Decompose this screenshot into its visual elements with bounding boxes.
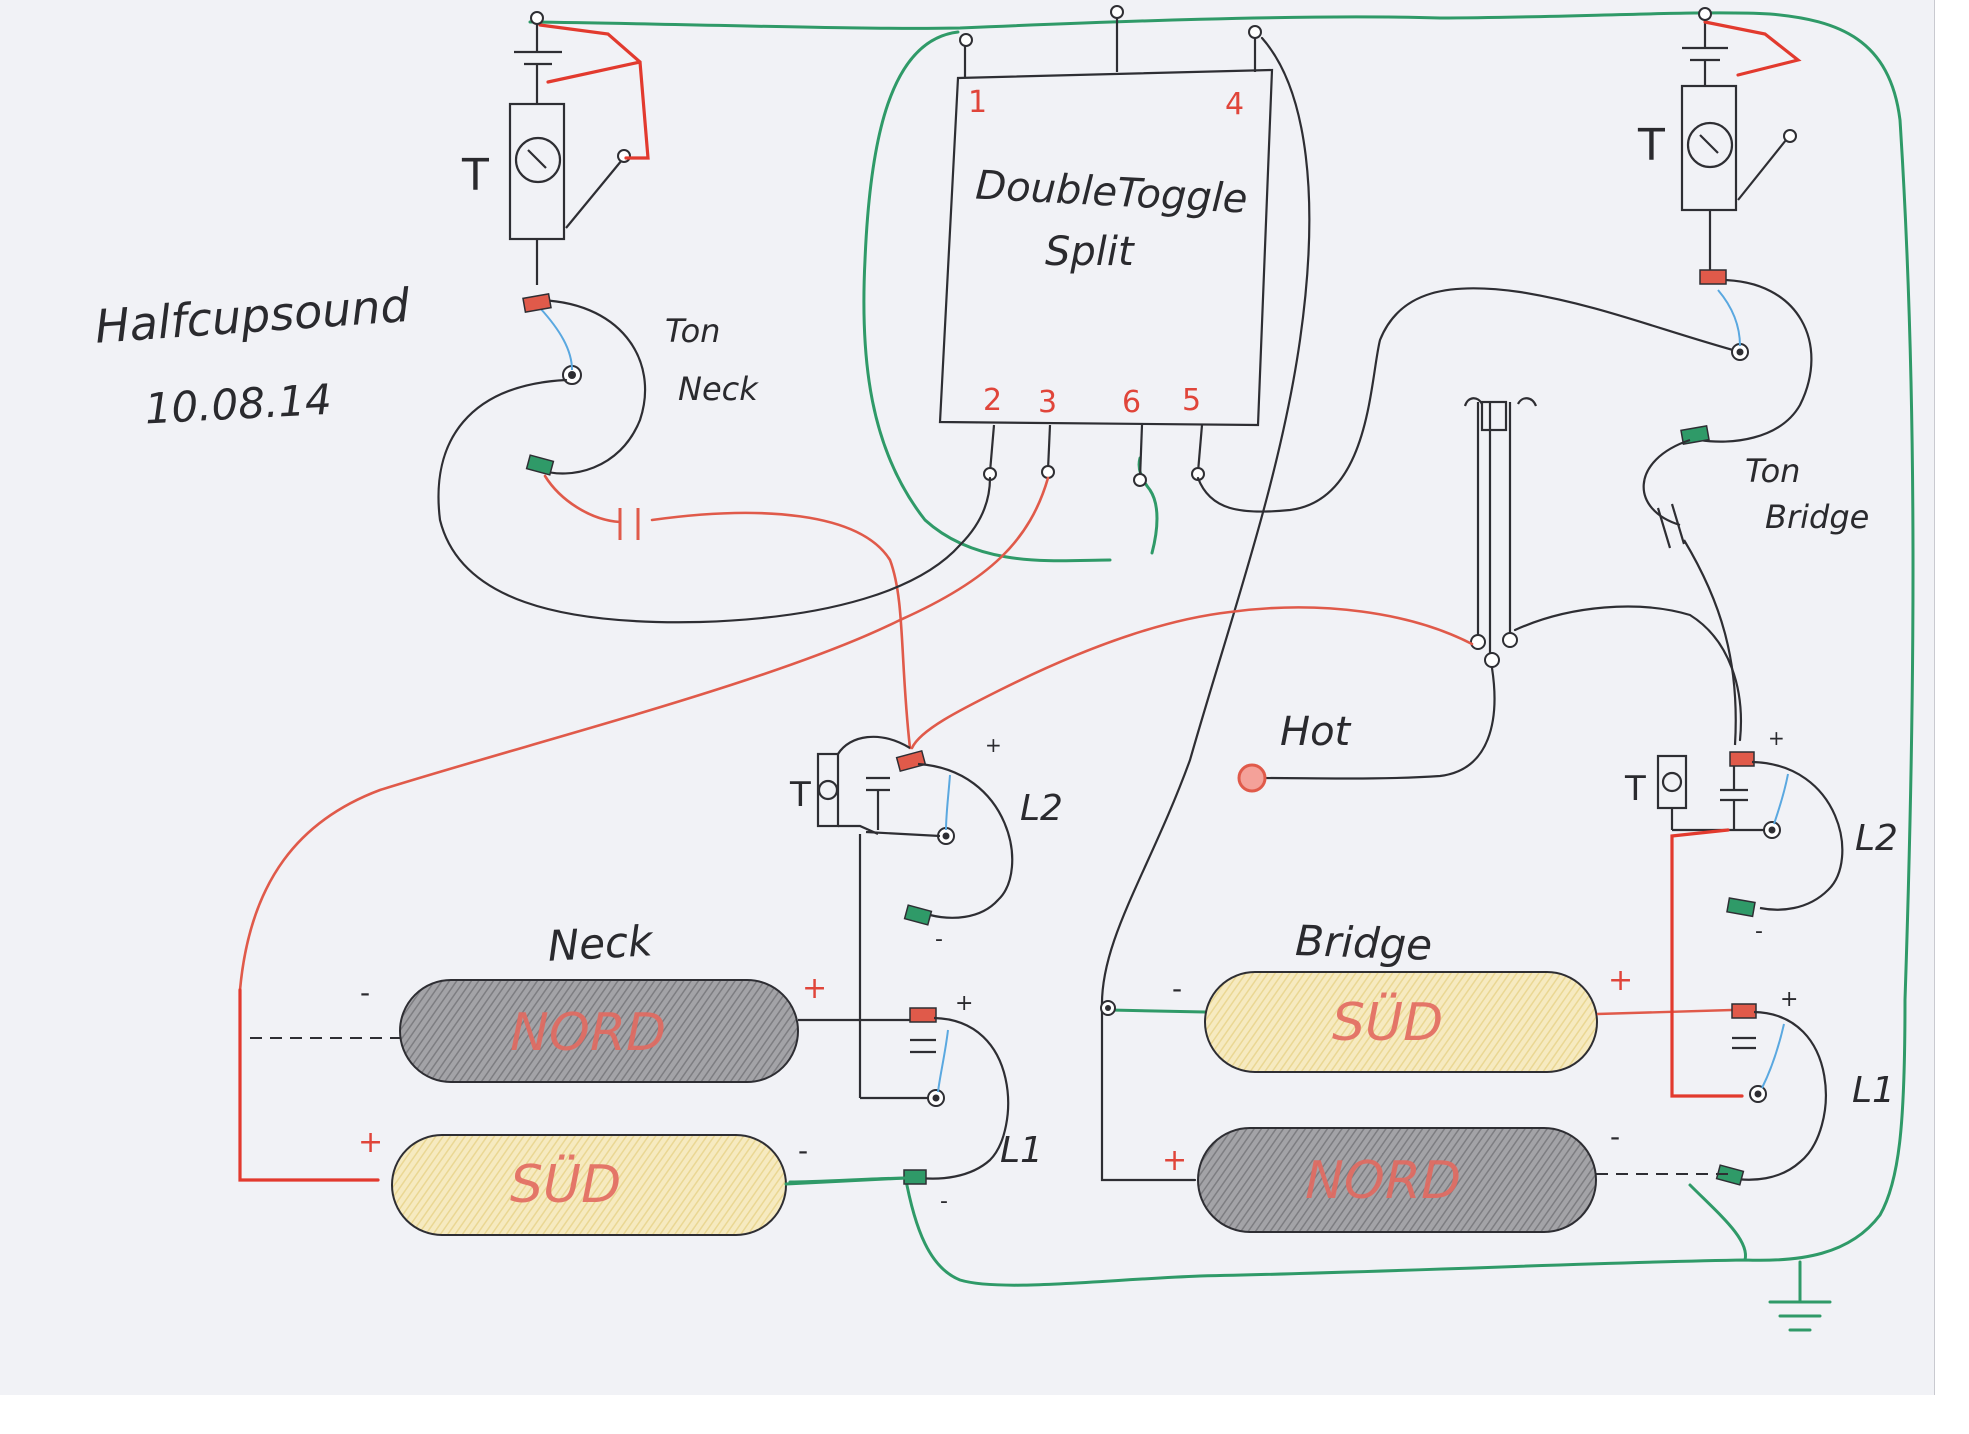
bridge-l1-label: L1 — [1852, 1070, 1895, 1111]
pin-1-lug — [959, 33, 973, 47]
tone-neck-label-1: Ton — [665, 312, 720, 350]
bridge-pickup: Bridge T L2 + - SÜD - + — [1162, 726, 1898, 1233]
neck-sud-label: SÜD — [510, 1154, 621, 1215]
tone-neck-pot: Ton Neck — [522, 292, 912, 750]
neck-l2-label: L2 — [1020, 788, 1063, 829]
neck-l1-label: L1 — [1000, 1130, 1043, 1171]
bridge-l2-minus: - — [1755, 919, 1763, 944]
pin-label-5: 5 — [1182, 383, 1201, 418]
bridge-nord-minus: - — [1610, 1120, 1620, 1153]
bridge-sud-plus: + — [1608, 963, 1633, 998]
bridge-l2-plus: + — [1768, 726, 1785, 750]
pin-label-6: 6 — [1122, 385, 1141, 420]
neck-nord-plus: + — [802, 971, 827, 1006]
bridge-sud-coil — [1204, 971, 1598, 1073]
tone-bridge-label-2: Bridge — [1765, 498, 1869, 536]
neck-sud-plus: + — [358, 1125, 383, 1160]
pin-label-3: 3 — [1038, 385, 1057, 420]
tone-neck-label-2: Neck — [678, 370, 759, 408]
neck-coil-tap-toggle: T — [461, 11, 650, 285]
neck-nord-coil — [399, 979, 799, 1083]
diagram-date: 10.08.14 — [144, 375, 333, 434]
bridge-label: Bridge — [1294, 916, 1433, 970]
neck-sud-minus: - — [798, 1134, 808, 1167]
hot-terminal — [1237, 763, 1267, 793]
bridge-sud-label: SÜD — [1332, 992, 1443, 1053]
ground-symbol — [1768, 1260, 1832, 1332]
bridge-nord-plus: + — [1162, 1143, 1187, 1178]
bridge-tap-letter: T — [1624, 769, 1646, 809]
neck-label: Neck — [546, 916, 655, 970]
toggle-right-letter: T — [1637, 120, 1665, 171]
pin-label-1: 1 — [968, 85, 987, 120]
hot-label: Hot — [1280, 709, 1352, 755]
tone-bridge-pot: Ton Bridge — [1642, 269, 1869, 746]
neck-l1-plus: + — [955, 991, 973, 1016]
pin-4-lug — [1248, 25, 1262, 39]
neck-l1-minus: - — [940, 1189, 948, 1214]
neck-l2-plus: + — [985, 733, 1002, 757]
neck-nord-label: NORD — [510, 1003, 666, 1063]
pin-6-lug — [1133, 473, 1147, 487]
bridge-l2-label: L2 — [1855, 818, 1898, 859]
bridge-nord-coil — [1197, 1127, 1597, 1233]
toggle-left-letter: T — [461, 150, 489, 201]
switch-name-line2: Split — [1045, 229, 1135, 275]
bridge-sud-minus: - — [1172, 972, 1182, 1005]
pin-label-4: 4 — [1225, 87, 1244, 122]
bridge-l1-plus: + — [1780, 987, 1798, 1012]
bridge-nord-label: NORD — [1305, 1151, 1461, 1211]
pin-3-lug — [1041, 465, 1055, 479]
pin-label-2: 2 — [983, 383, 1002, 418]
tone-bridge-label-1: Ton — [1745, 452, 1800, 490]
pin-center-lug — [1110, 5, 1124, 19]
paper-sheet — [0, 0, 1935, 1395]
output-jack: Hot — [910, 397, 1742, 793]
neck-nord-minus: - — [360, 976, 370, 1009]
neck-pickup: Neck T L2 + - NORD - + — [250, 733, 1063, 1236]
neck-tap-letter: T — [789, 775, 811, 815]
bridge-coil-tap-toggle: T — [1637, 7, 1802, 270]
neck-l2-minus: - — [935, 927, 943, 952]
